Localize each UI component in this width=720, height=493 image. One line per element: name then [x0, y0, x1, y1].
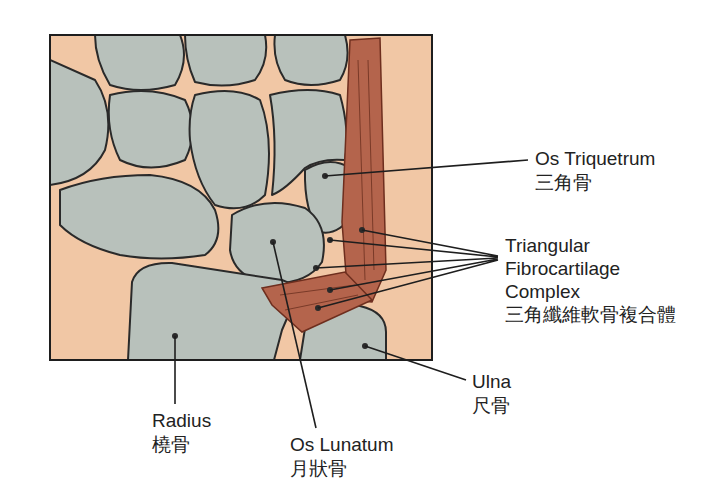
metacarpal-bone [95, 35, 184, 90]
label-box: 橈骨 [152, 433, 190, 456]
part-label: 三角骨 [535, 171, 592, 194]
trapezoid-bone [109, 91, 193, 168]
wrist-drawing [50, 35, 432, 360]
part-label: Ulna [472, 370, 511, 393]
ligament-fibres [280, 60, 374, 310]
part-label: Os Triquetrum [535, 147, 655, 170]
label-box: Ulna [472, 370, 511, 393]
part-label: 月狀骨 [290, 457, 347, 480]
part-label: 三角纖維軟骨複合體 [505, 303, 676, 326]
leader-line [316, 230, 498, 308]
label-box: Triangular Fibrocartilage Complex [505, 234, 655, 303]
label-box: 三角骨 [535, 171, 592, 194]
skin-ground [50, 35, 432, 360]
part-label: 橈骨 [152, 433, 190, 456]
leader-line [174, 336, 176, 404]
scaphoid-bone [60, 175, 218, 259]
leader-line [325, 160, 528, 176]
metacarpal-bone [185, 35, 266, 86]
label-box: Os Triquetrum [535, 147, 655, 170]
trapezium-bone [50, 60, 108, 185]
lunate-bone [230, 203, 324, 283]
label-box: 月狀骨 [290, 457, 347, 480]
label-box: Radius [152, 409, 211, 432]
ligament [262, 272, 372, 332]
label-box: Os Lunatum [290, 433, 394, 456]
radius-bone [128, 263, 296, 360]
part-label: 尺骨 [472, 394, 510, 417]
metacarpal-bone [274, 35, 347, 85]
label-box: 尺骨 [472, 394, 510, 417]
part-label: Radius [152, 409, 211, 432]
label-box: 三角纖維軟骨複合體 [505, 303, 676, 326]
leader-line [365, 346, 466, 380]
frame [50, 35, 432, 360]
leader-line [273, 242, 316, 428]
part-label: Os Lunatum [290, 433, 394, 456]
capitate-bone [190, 91, 269, 208]
part-label: Triangular Fibrocartilage Complex [505, 234, 655, 303]
